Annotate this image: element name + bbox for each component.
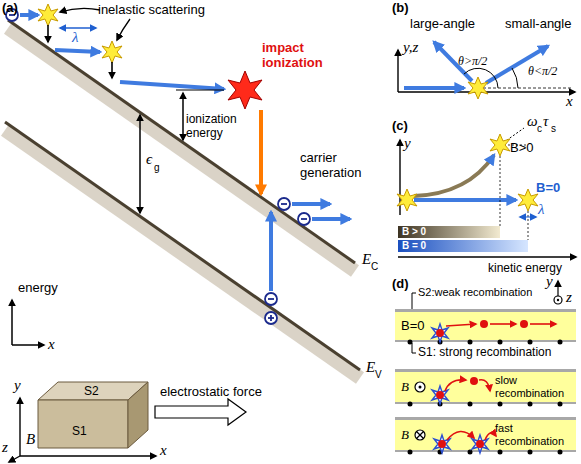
band-label: E	[362, 252, 371, 267]
field-label: B	[401, 427, 409, 442]
process-label: inelastic scattering	[98, 2, 205, 17]
symbol-label: ω	[527, 114, 538, 129]
axis-label: z	[2, 440, 8, 455]
surface-label: S1: strong recombination	[418, 345, 551, 359]
subscript: g	[154, 162, 160, 173]
channel-band: B=0	[395, 312, 576, 340]
symbol-label: τ	[543, 114, 548, 129]
axis-label: y,z	[403, 40, 418, 55]
bar-label: B = 0	[402, 240, 426, 252]
panel-letter: (c)	[392, 118, 408, 133]
band-label: slow recombination	[495, 374, 571, 400]
process-label: large-angle	[410, 16, 475, 31]
subscript: V	[375, 369, 382, 380]
panel-letter: (a)	[2, 0, 18, 15]
axis-label: x	[48, 337, 55, 352]
axis-label: B	[26, 432, 35, 447]
axis-label: x	[160, 443, 167, 458]
axis-label: y	[546, 274, 553, 289]
panel-letter: (d)	[392, 276, 409, 291]
face-label: S2	[84, 384, 99, 398]
subscript: s	[551, 123, 556, 134]
field-label: B=0	[536, 180, 560, 195]
field-label: B	[401, 379, 409, 394]
channel-band: Bslow recombination	[395, 372, 576, 402]
panel-letter: (b)	[392, 0, 409, 15]
band-label: fast recombination	[495, 422, 571, 448]
axis-label: z	[566, 290, 572, 305]
bar-label: B > 0	[402, 226, 426, 238]
energy-label: ionization energy	[186, 112, 254, 140]
subscript: c	[537, 123, 542, 134]
field-label: B>0	[510, 140, 534, 155]
process-label: impact ionization	[262, 40, 334, 70]
axis-label: x	[566, 94, 573, 109]
symbol-label: ϵ	[146, 152, 152, 167]
axis-label: y	[14, 378, 21, 393]
band-label: B=0	[401, 318, 425, 333]
axis-label: y	[404, 136, 411, 151]
force-label: electrostatic force	[160, 384, 262, 399]
process-label: small-angle	[505, 16, 571, 31]
band-label: E	[366, 360, 375, 375]
subscript: C	[371, 261, 378, 272]
channel-band: Bfast recombination	[395, 420, 576, 450]
axis-label: kinetic energy	[488, 261, 562, 275]
process-label: carrier generation	[300, 150, 370, 180]
surface-label: S2:weak recombination	[418, 286, 532, 299]
symbol-label: λ	[538, 202, 545, 217]
axis-label: energy	[18, 280, 58, 295]
angle-label: θ<π/2	[528, 64, 557, 78]
angle-label: θ>π/2	[458, 54, 487, 68]
face-label: S1	[72, 424, 87, 438]
symbol-label: λ	[72, 30, 79, 45]
